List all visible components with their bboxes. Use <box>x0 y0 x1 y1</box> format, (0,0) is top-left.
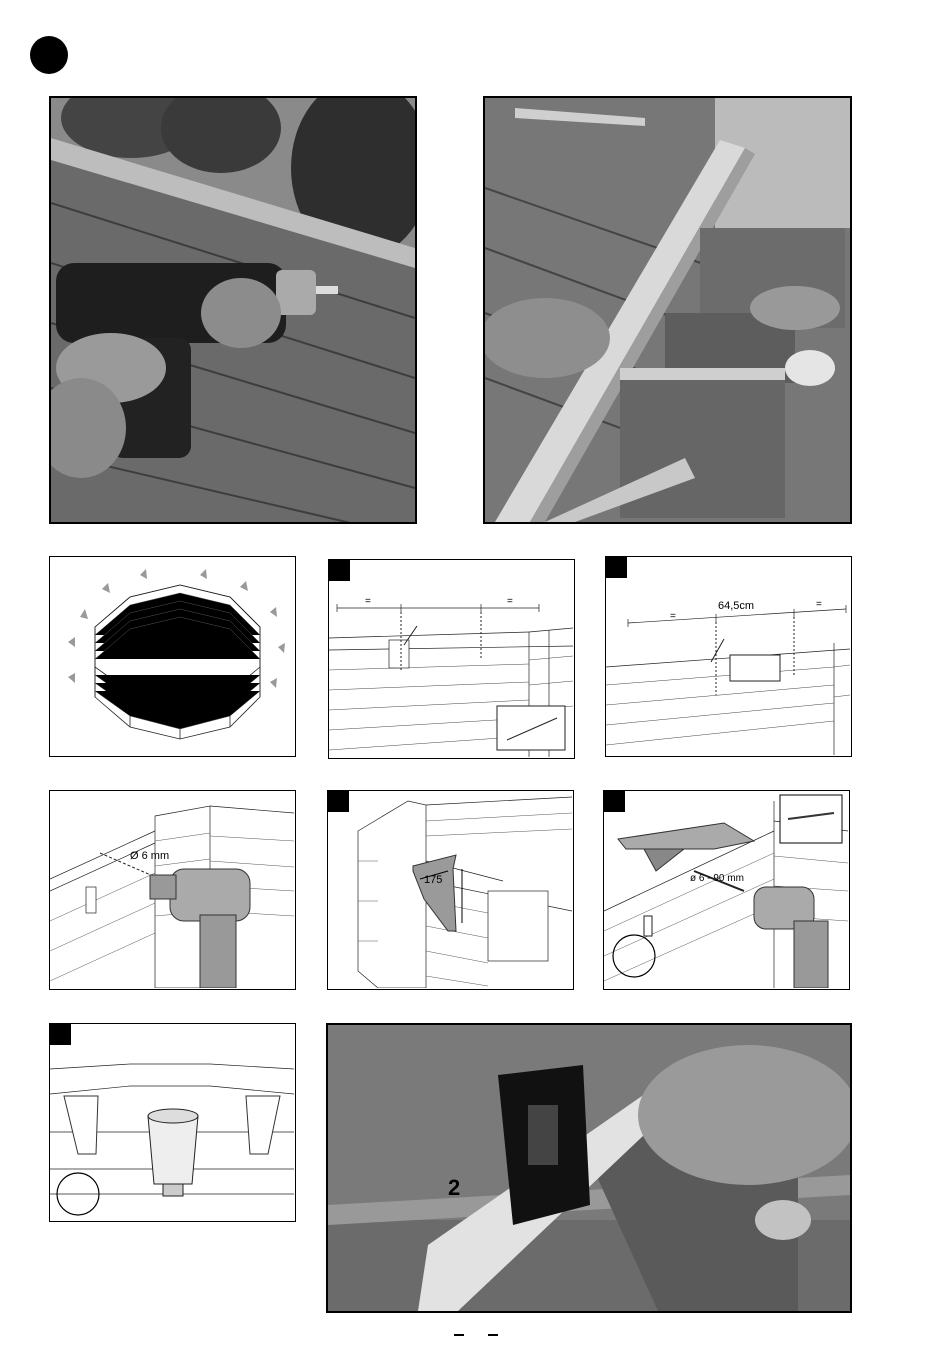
drilling-wall-illustration <box>51 98 415 522</box>
skimmer-diagram <box>50 1024 294 1220</box>
drill-6mm-diagram: Ø 6 mm <box>50 791 294 988</box>
screw-diagram: ø 6 - 90 mm <box>604 791 848 988</box>
step-badge <box>329 560 350 581</box>
step-badge <box>328 791 349 812</box>
marking-diagram: = = <box>329 560 573 757</box>
equal-sign-left: = <box>670 611 676 622</box>
bracket-dimension-label: 175 <box>424 874 442 886</box>
spirit-level-illustration: 2 <box>328 1025 850 1311</box>
photo-spirit-level: 2 <box>326 1023 852 1313</box>
width-label: 64,5cm <box>718 600 754 612</box>
bracket-diagram: 175 <box>328 791 572 988</box>
step-badge <box>50 1024 71 1045</box>
section-bullet <box>30 36 68 74</box>
screw-size-label: ø 6 - 90 mm <box>690 873 744 884</box>
step-badge <box>606 557 627 578</box>
photo-fixing-coping <box>483 96 852 524</box>
equal-sign-right: = <box>816 599 822 610</box>
fig-octagon-overview <box>49 556 296 757</box>
octagon-diagram <box>50 557 294 755</box>
level-number: 2 <box>448 1175 460 1200</box>
fig-marking-equal-spacing: = = <box>328 559 575 759</box>
cutout-diagram: = 64,5cm = <box>606 557 850 755</box>
page-number-dash-left <box>454 1334 464 1336</box>
equal-sign-left: = <box>365 596 371 607</box>
fig-drilling-6mm: Ø 6 mm <box>49 790 296 990</box>
step-badge <box>604 791 625 812</box>
drill-size-label: Ø 6 mm <box>130 850 169 862</box>
equal-sign-right: = <box>507 596 513 607</box>
photo-drilling-wall <box>49 96 417 524</box>
fixing-coping-illustration <box>485 98 850 522</box>
fig-skimmer-cutout-width: = 64,5cm = <box>605 556 852 757</box>
page-number-dash-right <box>488 1334 498 1336</box>
fig-skimmer-installed <box>49 1023 296 1222</box>
fig-bracket-spacing: 175 <box>327 790 574 990</box>
fig-screwing-bracket: ø 6 - 90 mm <box>603 790 850 990</box>
